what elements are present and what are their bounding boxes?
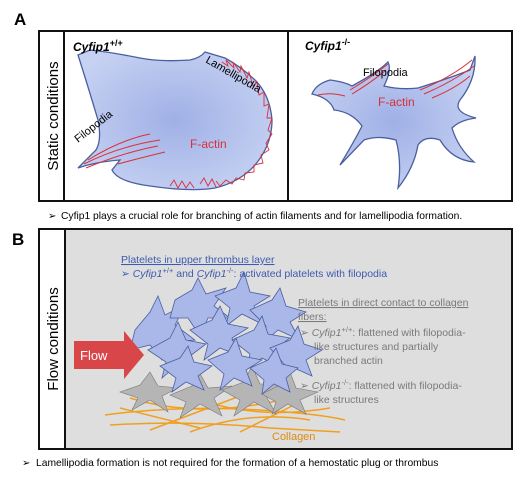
ko-genotype-sup: -/-: [342, 37, 351, 47]
flattened-platelets: [119, 365, 320, 419]
panel-b-letter: B: [12, 230, 24, 249]
panel-a-letter: A: [14, 10, 26, 29]
direct-item-2-line-1: ➢ Cyfip1-/-: flattened with filopodia-: [300, 378, 462, 392]
flow-label: Flow: [80, 348, 108, 363]
thrombus-blue-platelets: [129, 270, 323, 395]
lamellipodia-actin: [169, 59, 273, 189]
panel-b-conclusion: Lamellipodia formation is not required f…: [36, 458, 438, 469]
direct-contact-heading-1: Platelets in direct contact to collagen: [298, 297, 469, 309]
direct-item-1-line-3: branched actin: [314, 355, 383, 367]
direct-item-1-line-1: ➢ Cyfip1+/+: flattened with filopodia-: [300, 325, 466, 339]
ko-genotype: Cyfip1: [305, 39, 342, 53]
label-factin-ko: F-actin: [378, 95, 415, 109]
upper-layer-heading: Platelets in upper thrombus layer: [121, 254, 275, 266]
panel-a-side-label: Static conditions: [45, 61, 62, 170]
panel-b-side-strip: [38, 228, 66, 450]
wildtype-filopodia-actin: [83, 133, 166, 169]
direct-item-2-line-2: like structures: [314, 394, 379, 406]
wt-genotype: Cyfip1: [73, 40, 110, 54]
svg-text:Cyfip1-/-: Cyfip1-/-: [305, 37, 350, 53]
wt-genotype-sup: +/+: [110, 38, 123, 48]
wildtype-platelet: [77, 49, 273, 191]
collagen-fibers: [104, 395, 346, 433]
svg-text:Cyfip1+/+: Cyfip1+/+: [73, 38, 123, 54]
direct-item-1-line-2: like structures and partially: [314, 341, 439, 353]
panel-b-side-label: Flow conditions: [45, 287, 62, 390]
upper-layer-item: ➢ Cyfip1+/+ and Cyfip1-/-: activated pla…: [121, 266, 387, 280]
knockout-filopodia-actin: [317, 59, 475, 99]
panel-a-bullet: ➢: [48, 211, 56, 222]
direct-contact-heading-2: fibers:: [298, 311, 327, 323]
panel-b-bullet: ➢: [22, 458, 30, 469]
label-factin-wt: F-actin: [190, 137, 227, 151]
collagen-label: Collagen: [272, 431, 315, 443]
panel-a-conclusion: Cyfip1 plays a crucial role for branchin…: [61, 211, 462, 222]
flow-arrow: [74, 331, 144, 379]
label-filopodia-ko: Filopodia: [363, 67, 409, 79]
